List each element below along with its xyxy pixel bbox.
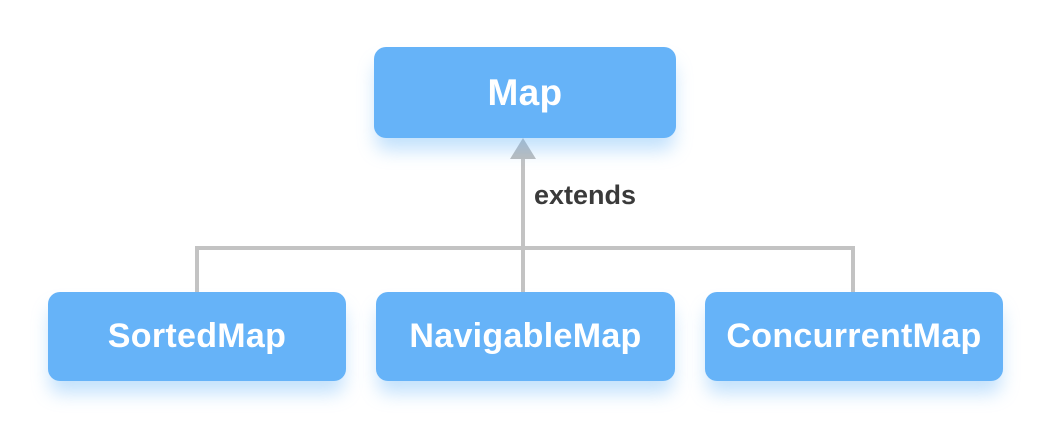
node-navigablemap: NavigableMap bbox=[376, 292, 675, 381]
node-map-label: Map bbox=[487, 71, 563, 113]
node-sortedmap: SortedMap bbox=[48, 292, 346, 381]
node-concurrentmap: ConcurrentMap bbox=[705, 292, 1003, 381]
connector-right-stub bbox=[851, 246, 855, 292]
connector-horizontal-line bbox=[195, 246, 855, 250]
node-concurrentmap-label: ConcurrentMap bbox=[726, 317, 982, 355]
edge-label-extends: extends bbox=[534, 180, 637, 210]
connector-middle-line bbox=[521, 158, 525, 292]
connector-left-stub bbox=[195, 246, 199, 292]
node-map: Map bbox=[374, 47, 676, 138]
node-navigablemap-label: NavigableMap bbox=[409, 317, 642, 355]
arrow-up-icon bbox=[510, 138, 536, 159]
node-sortedmap-label: SortedMap bbox=[107, 317, 287, 355]
